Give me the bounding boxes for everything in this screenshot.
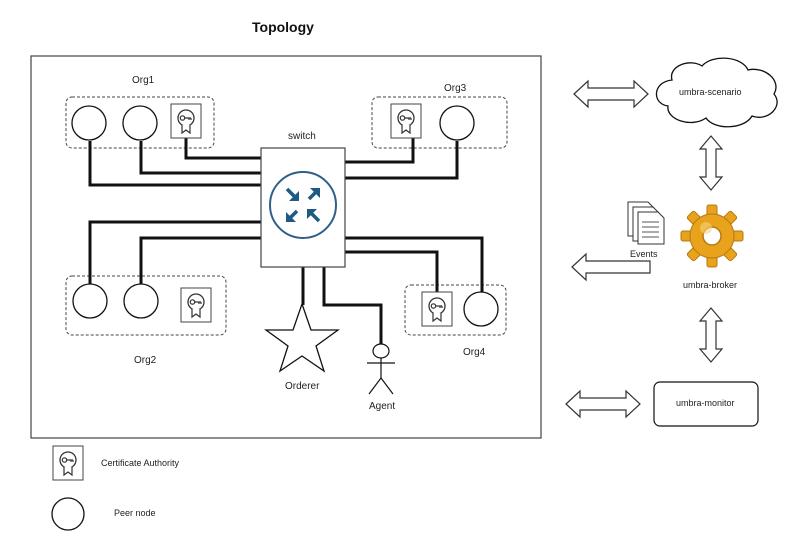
double-arrow-icon (699, 135, 723, 191)
legend-peer-node-icon (51, 497, 85, 531)
legend-peer-label: Peer node (114, 508, 156, 518)
umbra-scenario-label: umbra-scenario (679, 87, 742, 97)
cloud-icon (655, 57, 778, 128)
umbra-broker-label: umbra-broker (683, 280, 738, 290)
org4-group (404, 284, 507, 336)
org2-label: Org2 (134, 355, 157, 366)
org2-group (65, 275, 227, 336)
org1-peer-2 (122, 105, 158, 141)
document-icon (627, 201, 665, 245)
double-arrow-icon (699, 307, 723, 363)
connection-lines (88, 137, 484, 344)
org4-certificate-authority-icon (421, 291, 453, 327)
umbra-monitor-box (653, 381, 759, 427)
org3-group (371, 96, 508, 149)
org1-label: Org1 (132, 75, 155, 86)
org3-peer-1 (439, 105, 475, 141)
org4-peer-1 (463, 291, 499, 327)
events-arrow-icon (571, 252, 651, 282)
org2-peer-1 (72, 283, 108, 319)
legend-ca-label: Certificate Authority (101, 458, 180, 468)
org1-peer-1 (71, 105, 107, 141)
double-arrow-icon (565, 390, 641, 418)
router-icon (269, 171, 337, 239)
gear-icon (680, 204, 744, 268)
org1-certificate-authority-icon (170, 103, 202, 139)
legend-certificate-authority-icon (52, 445, 84, 481)
org4-label: Org4 (463, 347, 486, 358)
switch-label: switch (288, 131, 316, 142)
org2-certificate-authority-icon (180, 287, 212, 323)
umbra-monitor-label: umbra-monitor (676, 398, 735, 408)
org2-peer-2 (123, 283, 159, 319)
page-title: Topology (252, 19, 314, 35)
orderer-label: Orderer (285, 381, 320, 392)
org3-certificate-authority-icon (390, 103, 422, 139)
org3-label: Org3 (444, 83, 467, 94)
agent-label: Agent (369, 401, 396, 412)
events-label: Events (630, 249, 658, 259)
actor-icon (367, 343, 395, 395)
double-arrow-icon (573, 80, 649, 108)
star-icon (264, 302, 340, 373)
